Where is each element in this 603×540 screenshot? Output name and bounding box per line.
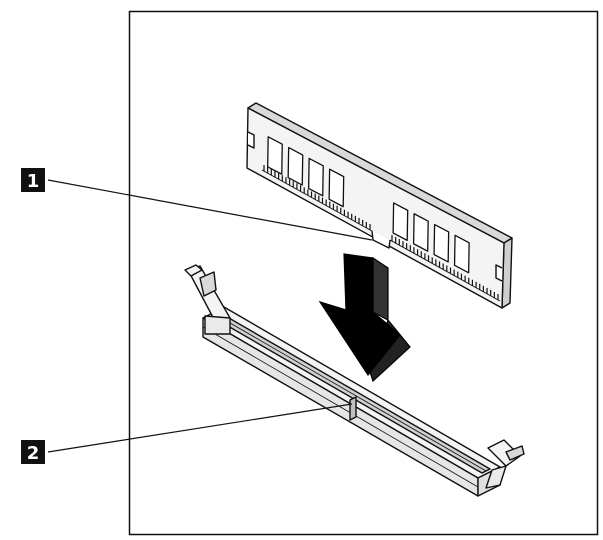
module-chip [392,202,409,242]
module-contacts [261,169,501,302]
module-side-notch-right [495,264,503,282]
slot-key [349,396,357,421]
callout-1-leader [47,179,373,241]
callout-2-label: 2 [27,443,40,464]
memory-module-illustration [246,102,513,309]
callout-1-badge: 1 [21,168,45,192]
module-notch [371,230,391,249]
module-chip [267,136,283,175]
module-chip [287,146,304,186]
callout-2-leader [47,403,353,453]
module-side-notch-left [247,131,255,149]
callout-2-badge: 2 [21,440,45,464]
module-chip [453,234,470,274]
module-chips [267,136,470,274]
callout-1-label: 1 [27,171,40,192]
module-chip [328,168,345,208]
slot-latch-left [184,264,231,335]
memory-slot-illustration [184,264,525,497]
module-chip [307,157,324,197]
module-contact-teeth [263,165,499,300]
module-chip [412,213,429,252]
down-arrow-icon [318,253,411,383]
module-chip [433,223,450,263]
slot-latch-right [477,439,525,497]
